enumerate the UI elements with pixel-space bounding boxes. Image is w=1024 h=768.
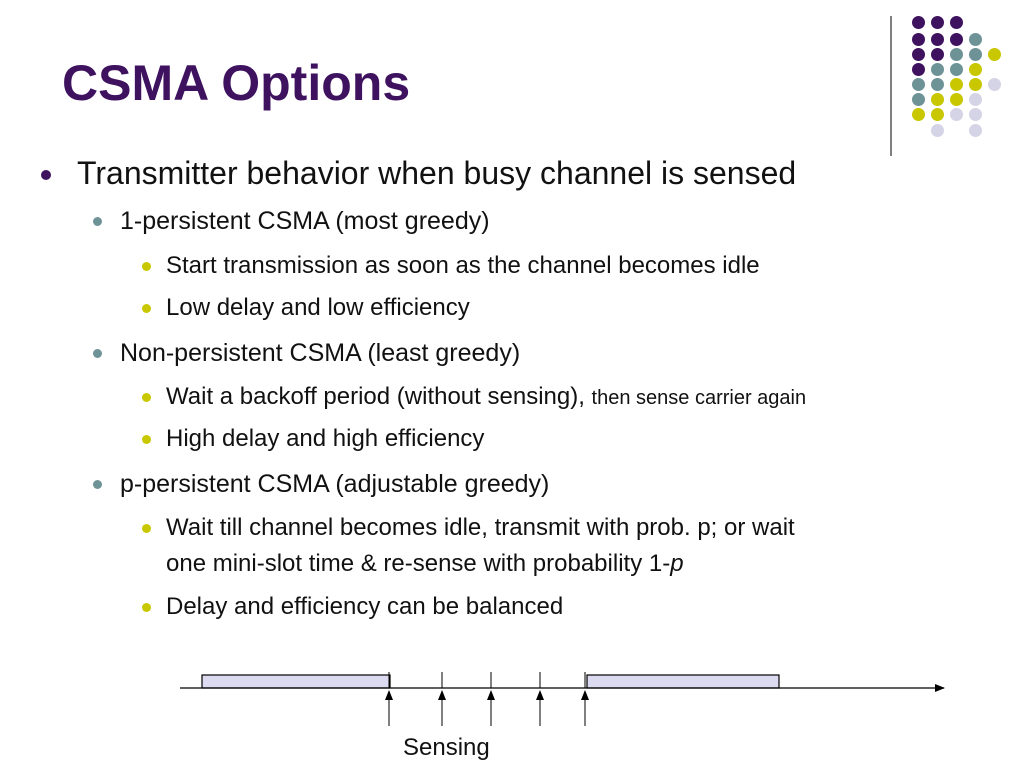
decor-dot <box>912 16 925 29</box>
bullet-marker <box>142 524 151 533</box>
bullet-marker <box>142 304 151 313</box>
bullet-marker <box>142 262 151 271</box>
decor-dot <box>988 78 1001 91</box>
decor-dot <box>931 48 944 61</box>
decor-dot <box>912 63 925 76</box>
transmission-block-left <box>201 674 391 689</box>
decorative-divider <box>890 16 892 156</box>
sensing-markers <box>385 672 589 726</box>
decor-dot <box>931 63 944 76</box>
decor-dot <box>969 33 982 46</box>
bullet-marker <box>142 603 151 612</box>
bullet-text-small: then sense carrier again <box>591 387 807 409</box>
bullet-marker <box>93 349 102 358</box>
bullet-non-persistent-item-1: Wait a backoff period (without sensing),… <box>166 383 806 411</box>
decor-dot <box>931 124 944 137</box>
bullet-p-persistent-item-2: Delay and efficiency can be balanced <box>166 593 564 620</box>
decor-dot <box>969 93 982 106</box>
decor-dot <box>912 108 925 121</box>
decor-dot <box>912 78 925 91</box>
decor-dot <box>912 48 925 61</box>
transmission-block-right <box>586 674 780 689</box>
bullet-text-italic: p <box>670 550 684 577</box>
bullet-non-persistent: Non-persistent CSMA (least greedy) <box>120 339 521 367</box>
decor-dot <box>950 63 963 76</box>
decor-dot <box>912 33 925 46</box>
decor-dot <box>950 78 963 91</box>
bullet-p-persistent-item-1-line-2: one mini-slot time & re-sense with proba… <box>166 550 684 578</box>
decor-dot <box>950 16 963 29</box>
bullet-p-persistent-item-1-line-1: Wait till channel becomes idle, transmit… <box>166 514 795 541</box>
bullet-one-persistent-item-1: Start transmission as soon as the channe… <box>166 252 760 279</box>
decor-dot <box>931 108 944 121</box>
bullet-one-persistent: 1-persistent CSMA (most greedy) <box>120 207 490 235</box>
slide-title: CSMA Options <box>62 55 411 111</box>
bullet-non-persistent-item-2: High delay and high efficiency <box>166 425 485 452</box>
bullet-marker <box>142 393 151 402</box>
bullet-marker <box>93 480 102 489</box>
decor-dot <box>931 93 944 106</box>
decor-dot <box>950 33 963 46</box>
bullet-p-persistent: p-persistent CSMA (adjustable greedy) <box>120 470 550 498</box>
decor-dot <box>988 48 1001 61</box>
decor-dot <box>931 33 944 46</box>
decor-dot <box>931 78 944 91</box>
decor-dot <box>969 124 982 137</box>
bullet-text-prefix: one mini-slot time & re-sense with proba… <box>166 550 671 577</box>
bullet-text-main: Wait a backoff period (without sensing), <box>166 383 585 410</box>
decor-dot <box>950 108 963 121</box>
decor-dot <box>969 78 982 91</box>
decor-dot <box>969 108 982 121</box>
decor-dot <box>969 48 982 61</box>
decor-dot <box>950 48 963 61</box>
decor-dot <box>969 63 982 76</box>
bullet-marker <box>41 170 51 180</box>
decor-dot <box>912 93 925 106</box>
bullet-main: Transmitter behavior when busy channel i… <box>77 155 797 191</box>
bullet-marker <box>93 217 102 226</box>
bullet-marker <box>142 435 151 444</box>
decor-dot <box>931 16 944 29</box>
sensing-label: Sensing <box>403 734 490 761</box>
decor-dot <box>950 93 963 106</box>
bullet-one-persistent-item-2: Low delay and low efficiency <box>166 294 470 321</box>
